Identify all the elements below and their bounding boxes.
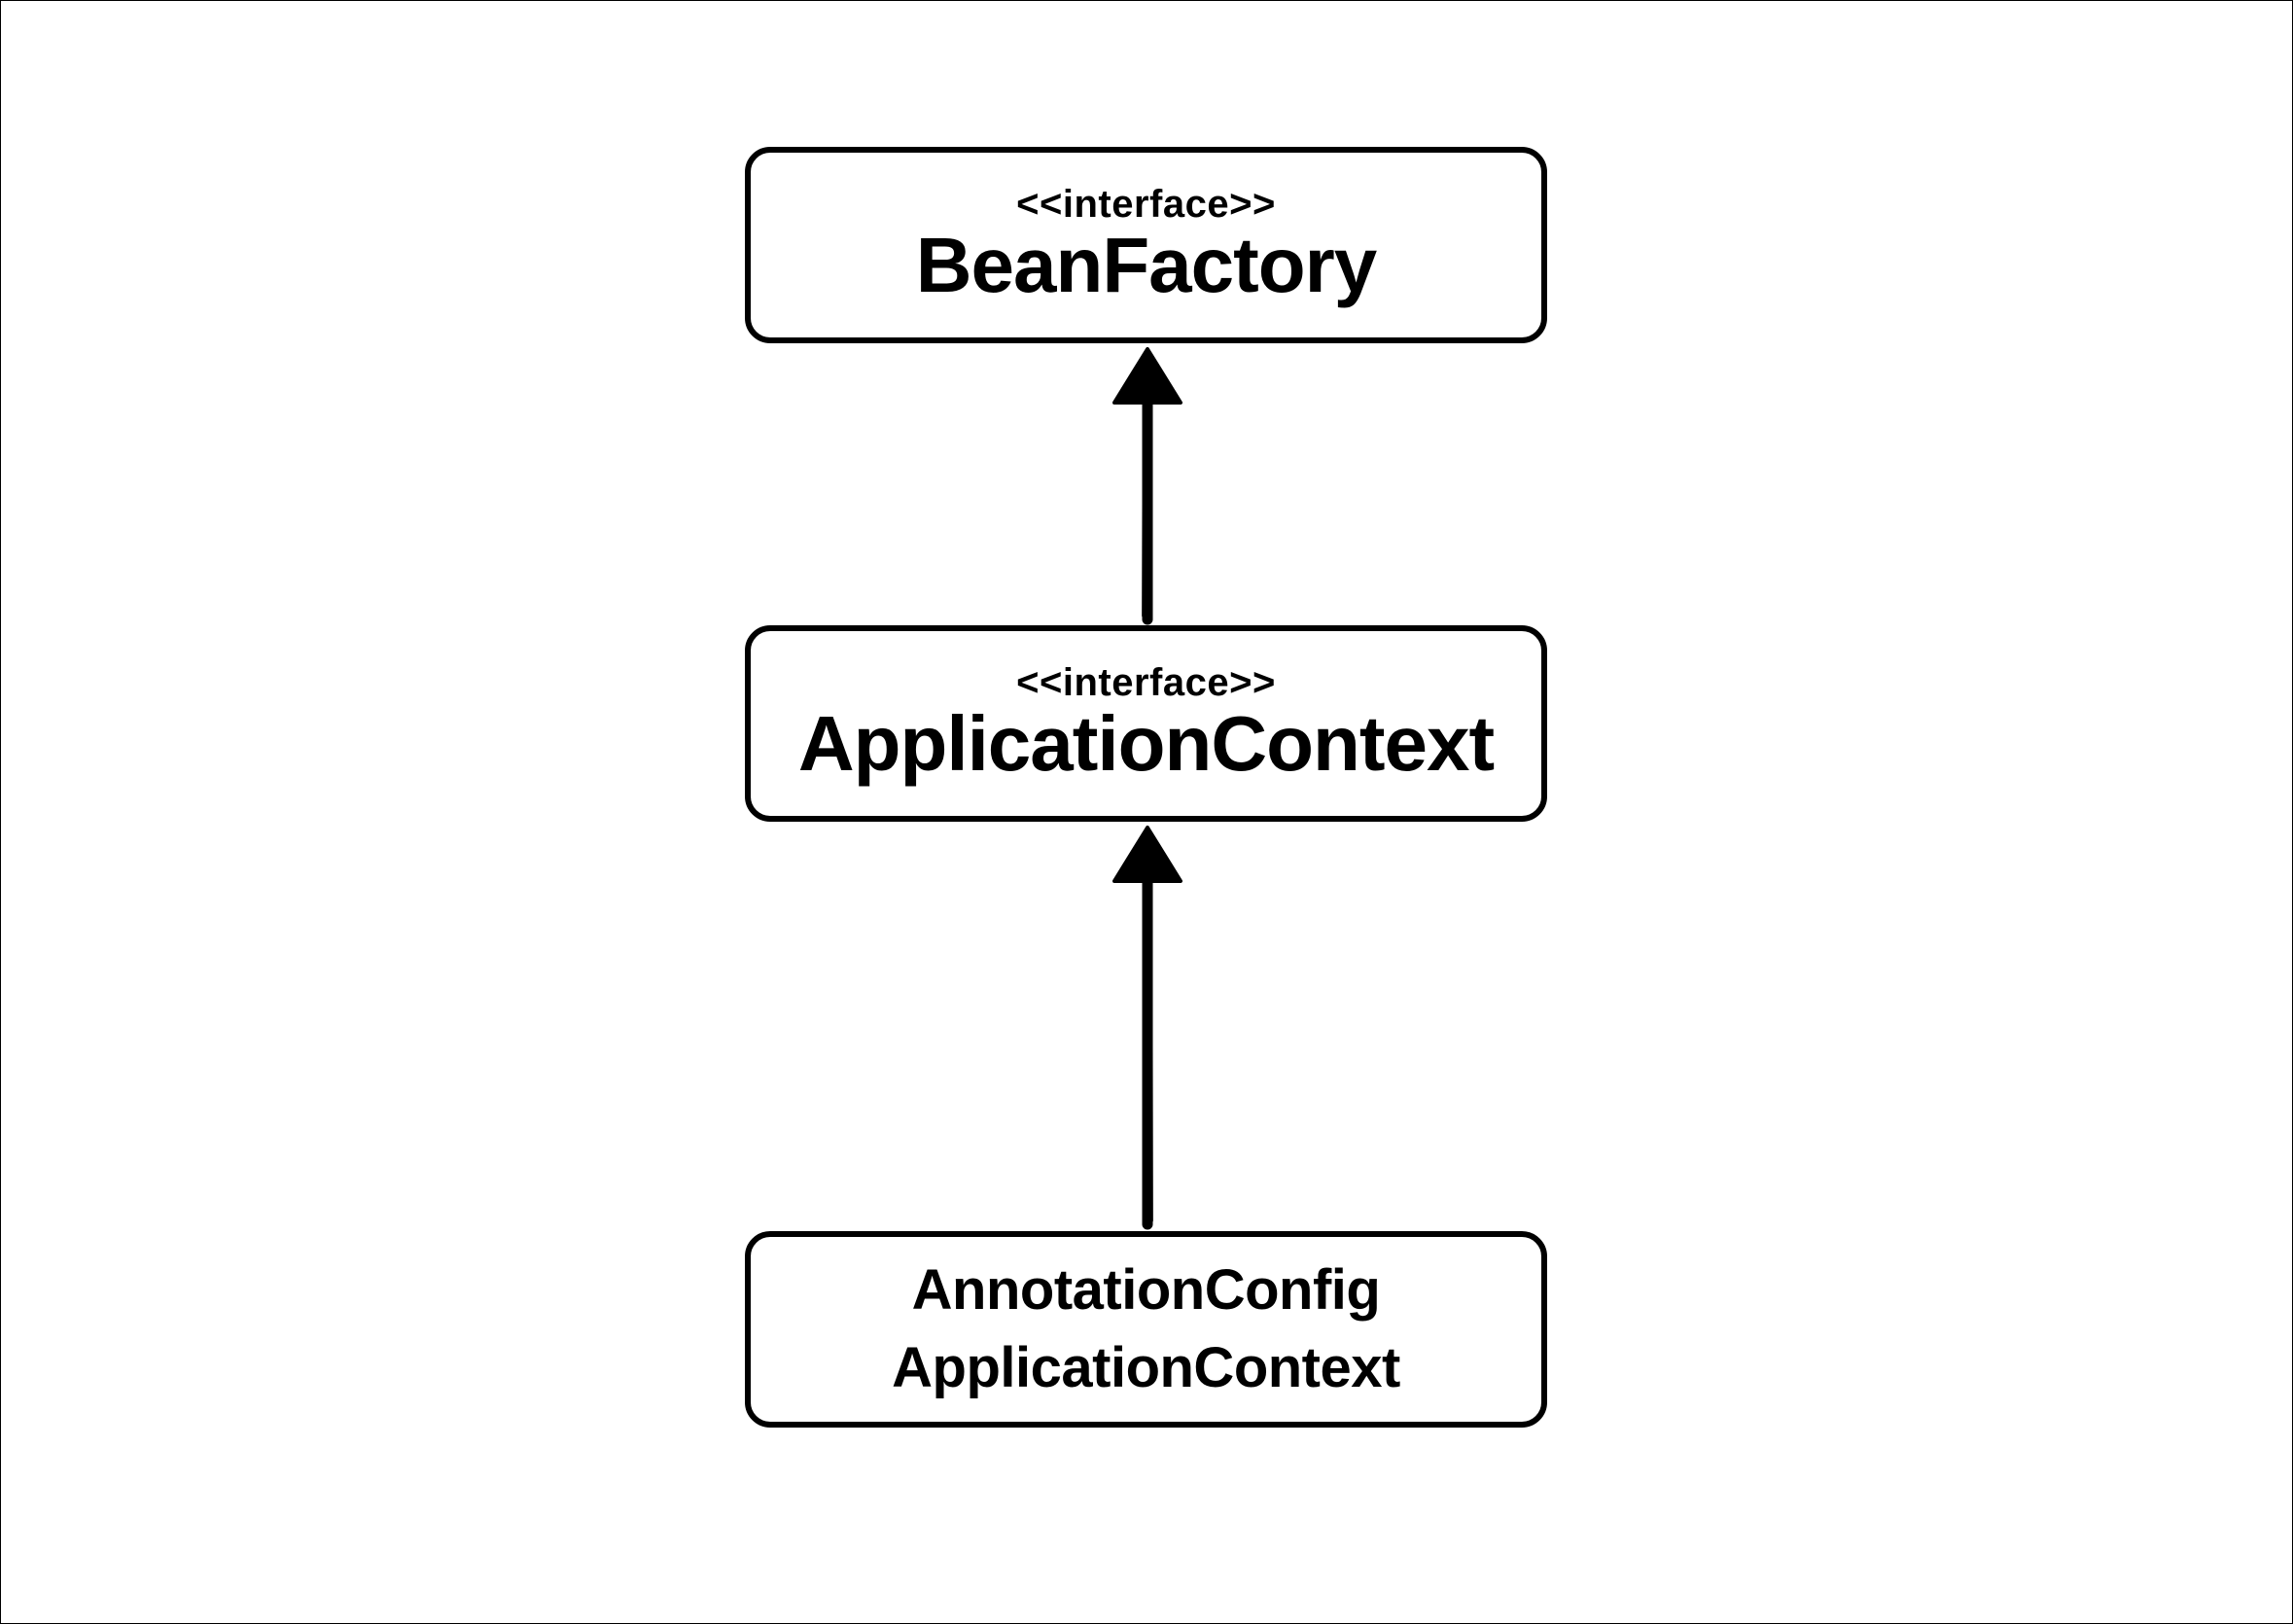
edge-application-context-to-bean-factory [1112,347,1182,625]
arrowhead-icon [1112,826,1182,883]
edge-annotation-config-to-application-context [1112,826,1182,1230]
bean-factory-stereotype: <<interface>> [1016,183,1276,226]
application-context-stereotype: <<interface>> [1016,661,1276,704]
bean-factory-name: BeanFactory [915,222,1378,308]
edge-shaft-texture [1148,869,1153,1222]
annotation-config-name-line-2: ApplicationContext [892,1336,1400,1399]
application-context-node: <<interface>> ApplicationContext [745,625,1547,822]
application-context-name: ApplicationContext [797,700,1495,787]
bean-factory-node: <<interface>> BeanFactory [745,147,1547,343]
annotation-config-name-line-1: AnnotationConfig [911,1258,1381,1322]
arrowhead-icon [1112,347,1182,405]
annotation-config-application-context-node: AnnotationConfig ApplicationContext [745,1231,1547,1428]
edge-shaft-texture [1142,392,1146,618]
